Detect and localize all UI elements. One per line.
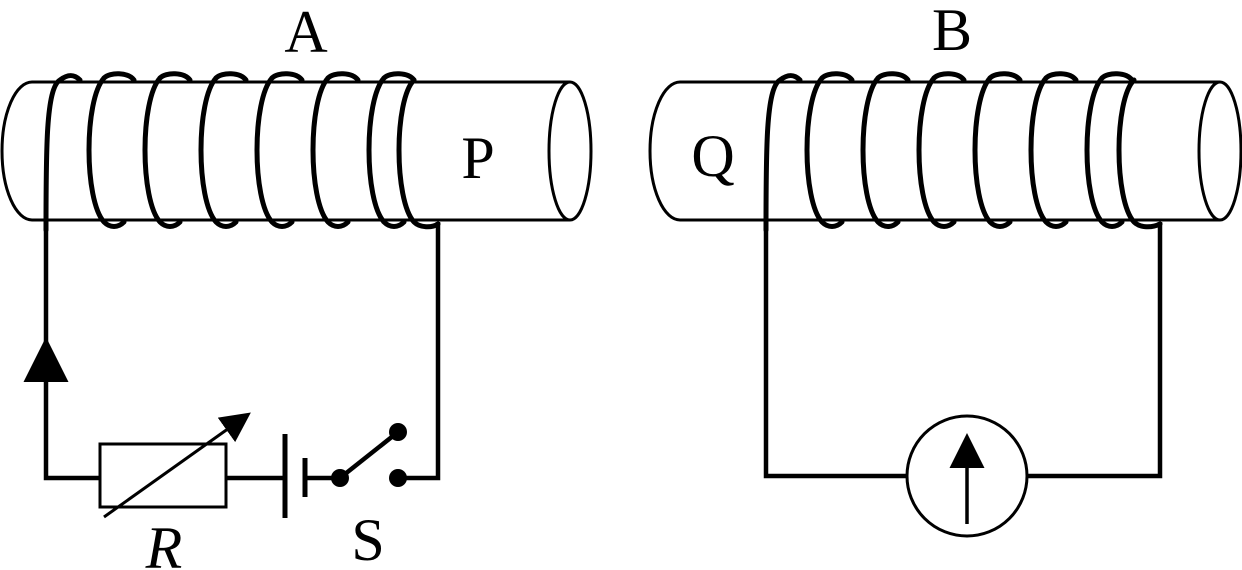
rheostat-label: R	[145, 515, 183, 570]
circuit-a-wire-left	[43, 225, 100, 481]
coil-b-core-end	[1197, 80, 1242, 222]
coil-a-core	[0, 80, 570, 222]
rheostat: R	[98, 412, 251, 570]
circuit-a-wire-right	[398, 222, 441, 481]
coil-b: B Q	[648, 0, 1242, 233]
coil-a-label: A	[284, 0, 327, 65]
switch-lever	[338, 430, 400, 480]
rheostat-arrow-icon	[103, 412, 251, 519]
end-q-label: Q	[691, 123, 734, 189]
coil-a-windings	[43, 71, 441, 233]
circuit-b-wire-left	[763, 222, 907, 479]
coil-a-core-end	[547, 80, 593, 222]
switch-lever-tip	[389, 423, 407, 441]
circuit-a: R S	[23, 222, 441, 570]
end-p-label: P	[461, 125, 494, 191]
coil-b-label: B	[932, 0, 972, 63]
coil-a: A P	[0, 0, 593, 233]
switch-label: S	[351, 507, 384, 570]
switch-s: S	[331, 423, 407, 570]
battery	[282, 434, 308, 518]
coil-b-core	[648, 80, 1220, 222]
circuit-b-wire-right	[1027, 222, 1163, 479]
coil-b-windings	[763, 71, 1163, 233]
circuit-b	[763, 222, 1163, 538]
galvanometer	[905, 414, 1029, 538]
